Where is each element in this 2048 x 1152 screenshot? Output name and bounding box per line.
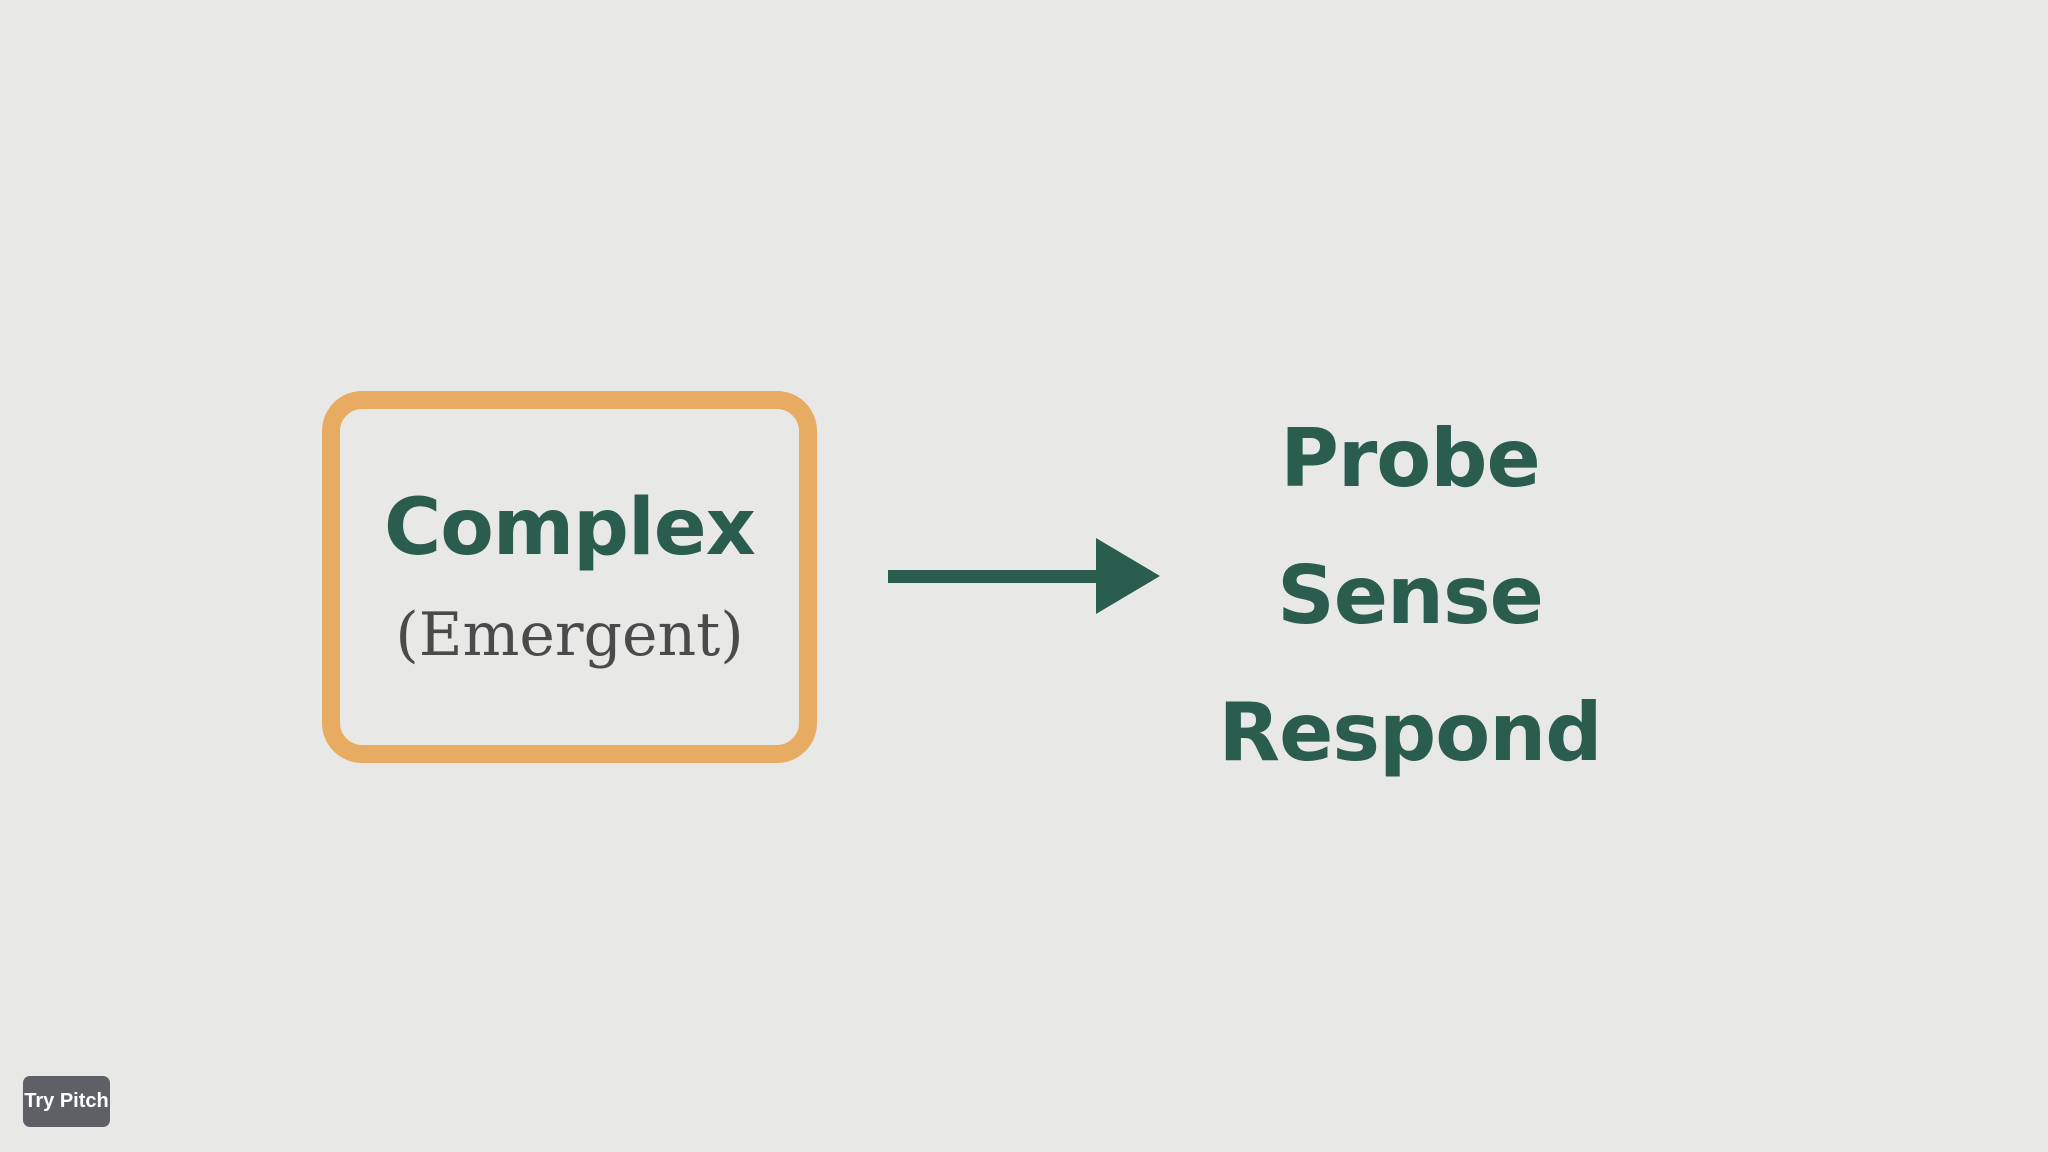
- right-arrow-icon: [888, 538, 1160, 614]
- step-probe: Probe: [1280, 412, 1541, 505]
- response-steps: Probe Sense Respond: [1210, 390, 1610, 801]
- try-pitch-button[interactable]: Try Pitch: [23, 1076, 110, 1127]
- domain-title: Complex: [384, 483, 756, 573]
- domain-subtitle: (Emergent): [395, 600, 744, 670]
- step-sense: Sense: [1277, 549, 1544, 642]
- step-respond: Respond: [1218, 686, 1603, 779]
- domain-box: [322, 391, 817, 763]
